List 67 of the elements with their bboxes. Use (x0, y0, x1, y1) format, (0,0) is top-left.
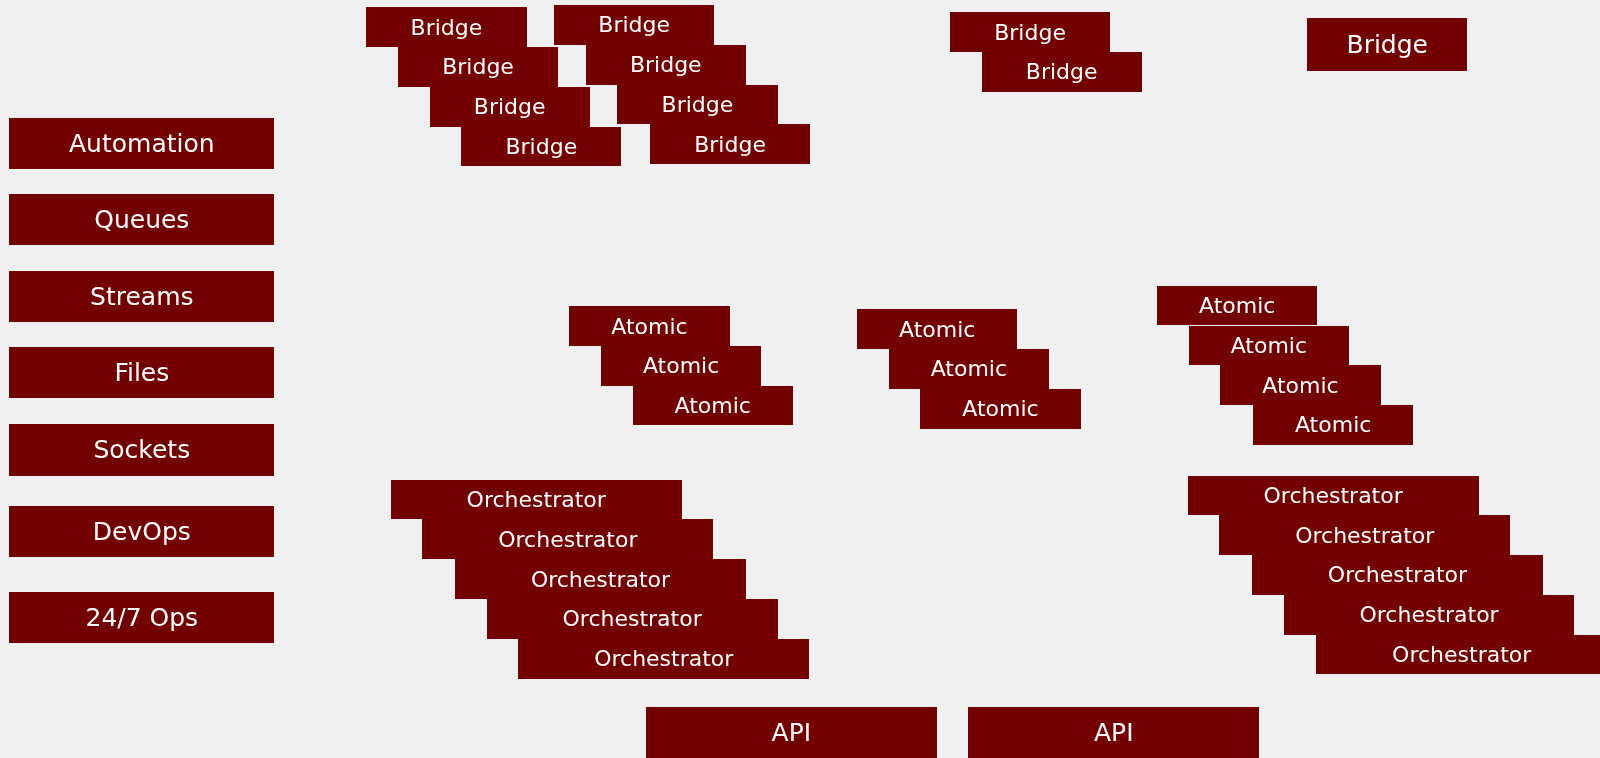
box-label: Atomic (1262, 372, 1339, 398)
box-label: Orchestrator (1359, 602, 1499, 628)
label-box (9, 591, 275, 643)
label-box (9, 193, 275, 245)
box-label: Orchestrator (562, 606, 702, 632)
box-label: Atomic (962, 396, 1039, 422)
label-box (518, 638, 810, 679)
label-box (9, 346, 275, 398)
box-label: Atomic (1199, 293, 1276, 319)
label-box (569, 306, 730, 346)
box-label: Orchestrator (530, 566, 671, 592)
box-label: Atomic (930, 356, 1008, 382)
label-box (920, 388, 1081, 429)
box-label: DevOps (92, 517, 191, 547)
box-label: Bridge (661, 92, 734, 118)
label-box (9, 118, 275, 170)
box-label: Streams (90, 282, 194, 312)
label-box (632, 385, 793, 426)
box-label: Orchestrator (594, 646, 734, 672)
label-box (1316, 634, 1600, 675)
box-label: Atomic (674, 393, 751, 419)
label-box (9, 271, 275, 323)
box-label: Files (114, 357, 170, 387)
label-box (857, 309, 1018, 349)
box-label: Orchestrator (1327, 562, 1468, 588)
label-box (390, 479, 682, 520)
box-label: Bridge (994, 19, 1066, 45)
box-label: Bridge (473, 94, 546, 120)
label-box (9, 424, 275, 476)
box-label: Bridge (442, 54, 514, 80)
label-box (650, 124, 811, 165)
label-box (1307, 18, 1468, 72)
box-label: Bridge (505, 133, 578, 159)
box-label: Orchestrator (1295, 522, 1435, 548)
box-label: Bridge (1025, 59, 1098, 85)
box-label: Queues (94, 204, 190, 234)
box-label: Atomic (1294, 412, 1372, 438)
box-label: Bridge (1346, 30, 1428, 60)
box-label: Bridge (629, 52, 702, 78)
label-box (645, 707, 937, 758)
label-box (461, 126, 622, 167)
box-label: Automation (69, 129, 215, 159)
label-box (554, 5, 715, 45)
label-box (366, 7, 527, 47)
box-label: Orchestrator (498, 526, 638, 552)
box-label: Atomic (1230, 332, 1308, 358)
box-label: Bridge (694, 131, 766, 157)
label-box (981, 52, 1142, 92)
box-label: 24/7 Ops (85, 602, 199, 632)
box-label: Orchestrator (466, 486, 606, 512)
box-label: Atomic (642, 353, 720, 379)
label-box (968, 707, 1260, 758)
box-label: Orchestrator (1263, 482, 1403, 508)
box-label: Sockets (93, 435, 191, 465)
box-label: Bridge (598, 12, 671, 38)
label-box (1157, 285, 1318, 326)
box-label: Atomic (611, 313, 688, 339)
box-label: API (1094, 718, 1134, 748)
box-label: Orchestrator (1392, 642, 1532, 668)
label-box (1188, 325, 1349, 366)
box-label: Bridge (410, 14, 483, 40)
label-box (950, 12, 1111, 52)
box-label: Atomic (899, 316, 976, 342)
label-box (9, 506, 275, 558)
box-label: API (771, 718, 812, 748)
label-box (1253, 405, 1414, 445)
label-box (1187, 475, 1479, 516)
